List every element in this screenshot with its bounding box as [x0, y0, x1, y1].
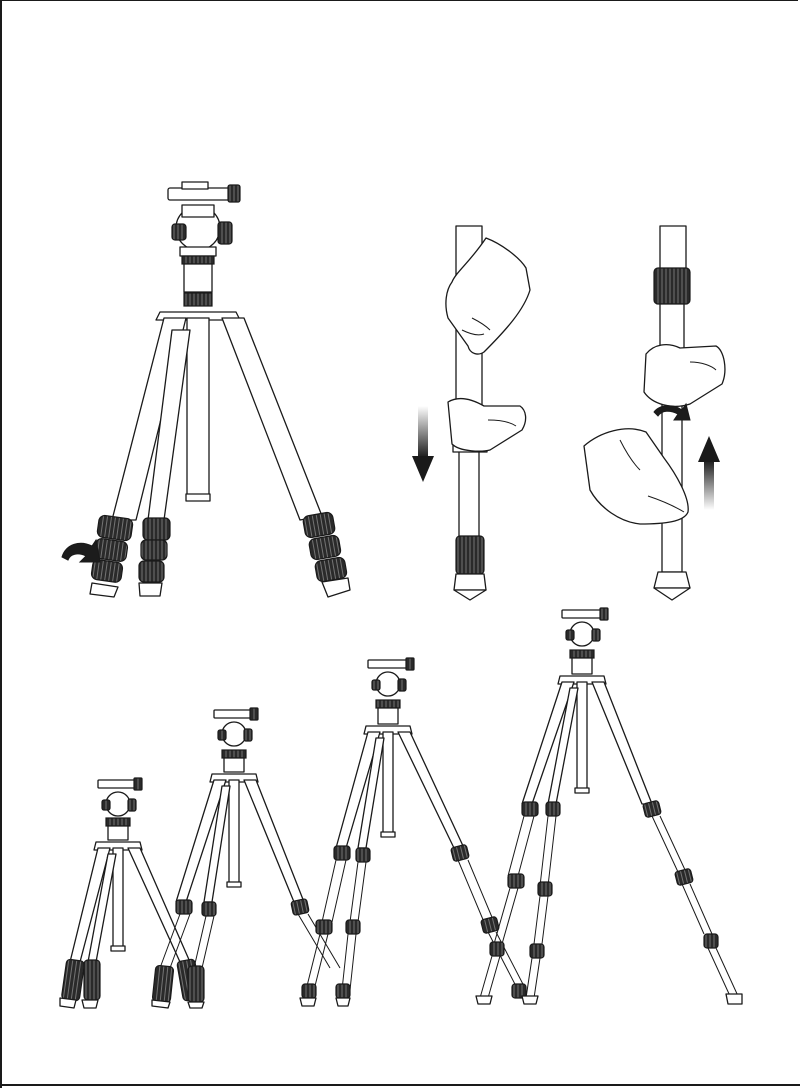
arrow-shaft — [704, 460, 714, 510]
height-stage-4-tripod — [476, 608, 742, 1004]
arrow-down-icon — [412, 456, 434, 482]
twist-arrow-icon — [62, 540, 100, 562]
extend-leg-illustration — [412, 226, 530, 600]
folded-tripod-illustration — [62, 182, 350, 597]
retract-leg-illustration — [584, 226, 725, 600]
arrow-up-icon — [698, 436, 720, 462]
arrow-shaft — [418, 406, 428, 458]
